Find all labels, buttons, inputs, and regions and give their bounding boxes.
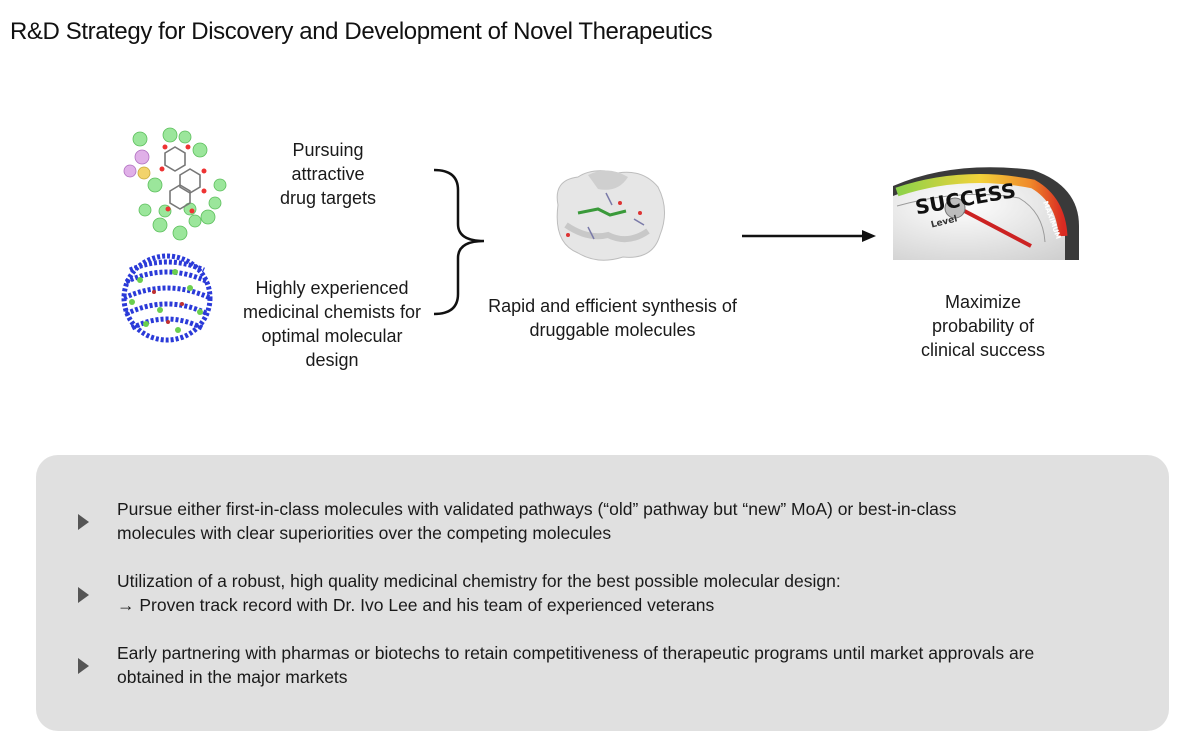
bullet-text: Early partnering with pharmas or biotech… — [117, 641, 1127, 689]
flow-arrow — [742, 230, 876, 242]
strategy-panel: Pursue either first-in-class molecules w… — [36, 455, 1169, 731]
protein-pocket-image — [556, 170, 665, 261]
input-drug-targets-label: Pursuing attractive drug targets — [279, 140, 377, 208]
ligand-interaction-image — [123, 127, 227, 241]
bullet-line: Utilization of a robust, high quality me… — [117, 571, 841, 591]
bullet-line: Pursue either first-in-class molecules w… — [117, 499, 957, 519]
polymer-sphere-image — [121, 253, 213, 343]
process-synthesis-label: Rapid and efficient synthesis of druggab… — [488, 296, 737, 340]
bullet-arrow-icon — [78, 514, 89, 530]
bullet-arrow-icon — [78, 587, 89, 603]
bullet-text: Utilization of a robust, high quality me… — [117, 569, 1127, 617]
bullet-text: Pursue either first-in-class molecules w… — [117, 497, 1127, 545]
success-gauge-image: SUCCESS Level MAXIMUM — [893, 167, 1079, 260]
page-title: R&D Strategy for Discovery and Developme… — [10, 18, 713, 45]
outcome-success-label: Maximize probability of clinical success — [920, 292, 1046, 360]
bullet-line: → Proven track record with Dr. Ivo Lee a… — [117, 595, 715, 615]
bullet-arrow-icon — [78, 658, 89, 674]
bullet-line: Early partnering with pharmas or biotech… — [117, 643, 1035, 663]
merge-brace — [433, 168, 485, 316]
input-medicinal-chemists-label: Highly experienced medicinal chemists fo… — [242, 278, 422, 370]
bullet-line: molecules with clear superiorities over … — [117, 523, 612, 543]
bullet-line: obtained in the major markets — [117, 667, 348, 687]
